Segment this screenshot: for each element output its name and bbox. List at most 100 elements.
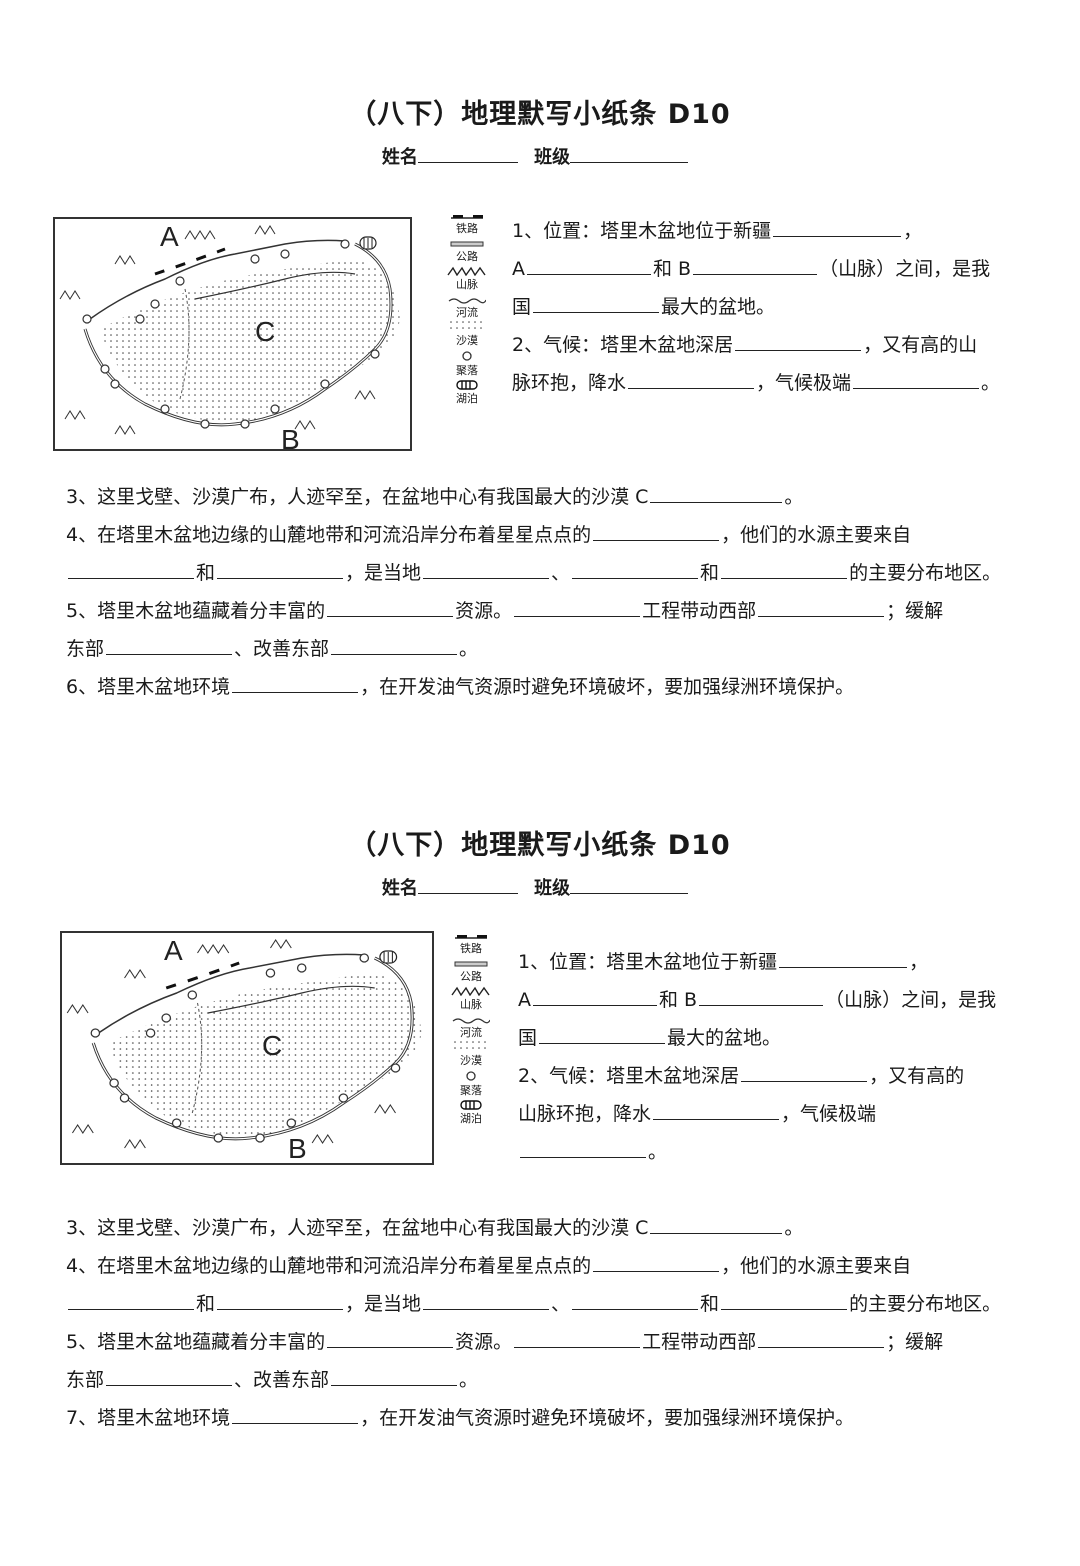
answer-blank[interactable] <box>514 597 641 617</box>
legend-desert: 沙漠 <box>443 320 491 348</box>
answer-blank[interactable] <box>423 1290 550 1310</box>
question-text: 资源。 <box>455 600 513 622</box>
question-text: ，又有高的 <box>869 1065 965 1087</box>
question-text: 、 <box>551 562 571 584</box>
question-4-line-2: 和，是当地、和的主要分布地区。 <box>66 1285 1001 1323</box>
answer-blank[interactable] <box>572 1290 699 1310</box>
question-text: ，是当地 <box>345 1293 422 1315</box>
answer-blank[interactable] <box>653 1100 780 1120</box>
answer-blank[interactable] <box>758 597 885 617</box>
question-text: 。 <box>981 372 1001 394</box>
answer-blank[interactable] <box>758 1328 885 1348</box>
class-label: 班级 <box>534 147 571 168</box>
question-text: ，他们的水源主要来自 <box>721 524 912 546</box>
answer-blank[interactable] <box>533 293 660 313</box>
question-1-line-1: 1、位置：塔里木盆地位于新疆， <box>518 943 928 981</box>
answer-blank[interactable] <box>721 559 848 579</box>
answer-blank[interactable] <box>741 1062 868 1082</box>
answer-blank[interactable] <box>628 369 755 389</box>
question-text: ；缓解 <box>886 600 944 622</box>
answer-blank[interactable] <box>693 255 818 275</box>
lake-icon <box>456 380 478 390</box>
question-text: 最大的盆地。 <box>667 1027 782 1049</box>
name-blank[interactable] <box>417 144 518 163</box>
question-text: 工程带动西部 <box>642 1331 757 1353</box>
answer-blank[interactable] <box>773 217 902 237</box>
legend-label: 聚落 <box>460 1084 482 1097</box>
question-text: 。 <box>784 486 804 508</box>
map-drawing <box>59 225 400 435</box>
question-text: 和 <box>700 1293 720 1315</box>
question-text: 和 <box>700 562 720 584</box>
question-2-line-1: 2、气候：塔里木盆地深居 ，又有高的 <box>518 1057 964 1095</box>
question-text: ，气候极端 <box>756 372 852 394</box>
legend-label: 河流 <box>456 306 478 319</box>
class-blank[interactable] <box>570 144 689 163</box>
question-1-line-3: 国最大的盆地。 <box>518 1019 781 1057</box>
class-blank[interactable] <box>570 875 689 894</box>
answer-blank[interactable] <box>217 559 344 579</box>
answer-blank[interactable] <box>423 559 550 579</box>
name-class-row: 姓名 班级 <box>0 874 1080 900</box>
answer-blank[interactable] <box>68 559 194 579</box>
question-text: 。 <box>459 638 479 660</box>
name-label: 姓名 <box>381 147 418 168</box>
answer-blank[interactable] <box>217 1290 344 1310</box>
answer-blank[interactable] <box>331 635 458 655</box>
answer-blank[interactable] <box>539 1024 666 1044</box>
answer-blank[interactable] <box>527 255 651 275</box>
question-text: 资源。 <box>455 1331 513 1353</box>
answer-blank[interactable] <box>650 1214 783 1234</box>
answer-blank[interactable] <box>593 521 720 541</box>
answer-blank[interactable] <box>232 1404 359 1424</box>
answer-blank[interactable] <box>514 1328 641 1348</box>
answer-blank[interactable] <box>593 1252 720 1272</box>
question-text: A <box>518 989 531 1011</box>
map-label-a: A <box>160 221 179 252</box>
question-text: 、改善东部 <box>234 638 330 660</box>
mountain-icon <box>451 986 490 996</box>
answer-blank[interactable] <box>331 1366 458 1386</box>
desert-icon <box>449 320 485 332</box>
question-2-line-2: 脉环抱，降水 ，气候极端 。 <box>512 364 1000 402</box>
answer-blank[interactable] <box>533 986 657 1006</box>
class-label: 班级 <box>534 878 571 899</box>
legend-label: 沙漠 <box>460 1054 482 1067</box>
question-text: 1、位置：塔里木盆地位于新疆 <box>512 220 772 242</box>
question-text: ，他们的水源主要来自 <box>721 1255 912 1277</box>
legend-river: 河流 <box>447 1012 495 1040</box>
question-1-line-3: 国最大的盆地。 <box>512 288 775 326</box>
answer-blank[interactable] <box>106 1366 233 1386</box>
question-text: 2、气候：塔里木盆地深居 <box>518 1065 740 1087</box>
question-2-line-1: 2、气候：塔里木盆地深居，又有高的山 <box>512 326 977 364</box>
answer-blank[interactable] <box>106 635 233 655</box>
worksheet-title: （八下）地理默写小纸条 D10 <box>349 99 731 130</box>
highway-icon <box>450 241 484 247</box>
answer-blank[interactable] <box>699 986 824 1006</box>
answer-blank[interactable] <box>853 369 980 389</box>
answer-blank[interactable] <box>721 1290 848 1310</box>
legend-label: 沙漠 <box>456 334 478 347</box>
answer-blank[interactable] <box>327 597 454 617</box>
name-blank[interactable] <box>417 875 518 894</box>
answer-blank[interactable] <box>232 673 359 693</box>
settlement-icon <box>462 351 472 361</box>
map-drawing <box>66 939 422 1149</box>
legend-label: 湖泊 <box>460 1112 482 1125</box>
answer-blank[interactable] <box>650 483 783 503</box>
question-text: 4、在塔里木盆地边缘的山麓地带和河流沿岸分布着星星点点的 <box>66 524 592 546</box>
question-text: （山脉）之间，是我 <box>825 989 997 1011</box>
question-text: 5、塔里木盆地蕴藏着分丰富的 <box>66 1331 326 1353</box>
answer-blank[interactable] <box>735 331 862 351</box>
answer-blank[interactable] <box>68 1290 194 1310</box>
legend-highway: 公路 <box>447 956 495 984</box>
answer-blank[interactable] <box>779 948 908 968</box>
question-text: ， <box>903 220 923 242</box>
question-4-line-1: 4、在塔里木盆地边缘的山麓地带和河流沿岸分布着星星点点的，他们的水源主要来自 <box>66 1247 911 1285</box>
answer-blank[interactable] <box>327 1328 454 1348</box>
answer-blank[interactable] <box>520 1138 646 1158</box>
question-text: 1、位置：塔里木盆地位于新疆 <box>518 951 778 973</box>
answer-blank[interactable] <box>572 559 699 579</box>
question-text: 脉环抱，降水 <box>512 372 627 394</box>
